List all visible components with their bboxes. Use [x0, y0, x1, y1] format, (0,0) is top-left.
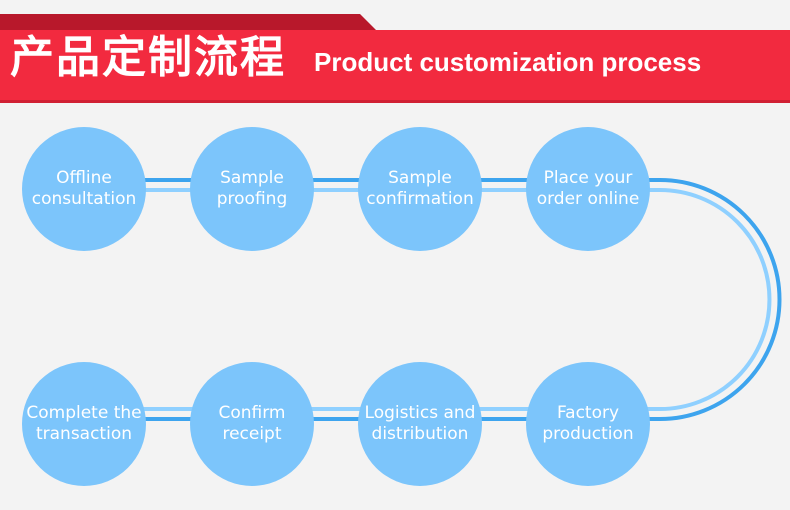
page-title-chinese: 产品定制流程 [10, 32, 286, 83]
step-label: Sample confirmation [366, 168, 474, 209]
step-label: Sample proofing [216, 168, 288, 209]
header-banner [0, 14, 790, 103]
step-label: Offline consultation [31, 168, 137, 209]
step-label: Complete the transaction [26, 403, 142, 444]
step-label: Confirm receipt [218, 403, 286, 444]
connector-4-5-loop [640, 178, 782, 421]
step-sample-proofing: Sample proofing [190, 127, 314, 251]
step-place-order-online: Place your order online [526, 127, 650, 251]
banner-bottom-edge [0, 100, 790, 103]
step-offline-consultation: Offline consultation [22, 127, 146, 251]
step-label: Factory production [542, 403, 634, 444]
banner-background [0, 30, 790, 102]
step-label: Logistics and distribution [364, 403, 476, 444]
step-confirm-receipt: Confirm receipt [190, 362, 314, 486]
connector-4-5-loop-light [640, 188, 772, 411]
step-sample-confirmation: Sample confirmation [358, 127, 482, 251]
step-complete-transaction: Complete the transaction [22, 362, 146, 486]
step-logistics-distribution: Logistics and distribution [358, 362, 482, 486]
step-label: Place your order online [536, 168, 640, 209]
page-title-english: Product customization process [314, 47, 702, 77]
step-factory-production: Factory production [526, 362, 650, 486]
